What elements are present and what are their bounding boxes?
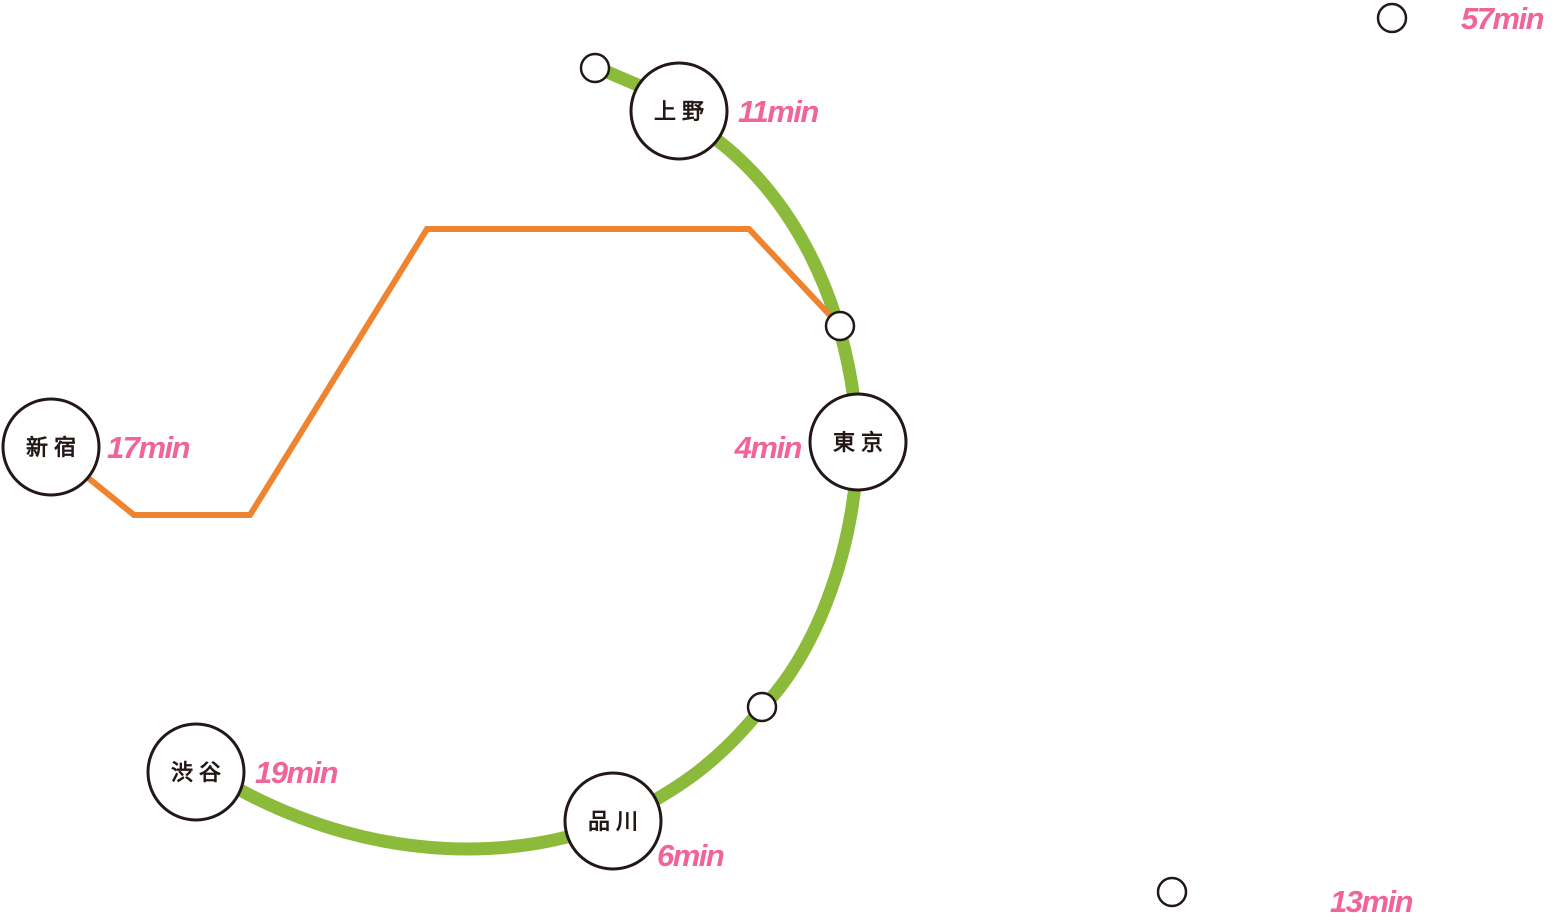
stop-marker-bottom-right[interactable] bbox=[1156, 876, 1188, 908]
time-label-bottom-right: 13min bbox=[1330, 884, 1413, 919]
station-shibuya-circle[interactable] bbox=[146, 722, 246, 822]
station-tokyo[interactable]: 東京 bbox=[808, 392, 908, 492]
station-shinagawa[interactable]: 品川 bbox=[563, 771, 663, 871]
station-shinagawa-time: 6min bbox=[657, 838, 724, 873]
station-shibuya[interactable]: 渋谷 bbox=[146, 722, 246, 822]
station-shinjuku-time: 17min bbox=[107, 430, 190, 465]
stop-marker-top-right[interactable] bbox=[1376, 2, 1408, 34]
orange-line-track bbox=[48, 226, 843, 518]
station-tokyo-circle[interactable] bbox=[808, 392, 908, 492]
station-tokyo-time: 4min bbox=[734, 430, 802, 465]
stop-marker-junction[interactable] bbox=[824, 310, 856, 342]
station-shinjuku-name: 新宿 bbox=[26, 435, 82, 461]
time-label-top-right: 57min bbox=[1461, 1, 1544, 36]
station-shinagawa-circle[interactable] bbox=[563, 771, 663, 871]
station-ueno-circle[interactable] bbox=[629, 61, 729, 161]
station-ueno-time: 11min bbox=[738, 94, 818, 129]
station-shibuya-name: 渋谷 bbox=[171, 760, 227, 786]
station-tokyo-name: 東京 bbox=[833, 430, 889, 456]
station-shinagawa-name: 品川 bbox=[588, 810, 644, 835]
station-shinjuku-circle[interactable] bbox=[1, 397, 101, 497]
station-ueno-name: 上野 bbox=[654, 100, 710, 125]
station-shibuya-time: 19min bbox=[255, 755, 338, 790]
station-shinjuku[interactable]: 新宿 bbox=[1, 397, 101, 497]
stop-marker-south[interactable] bbox=[746, 691, 778, 723]
station-ueno[interactable]: 上野 bbox=[629, 61, 729, 161]
stop-marker-north[interactable] bbox=[579, 52, 611, 84]
